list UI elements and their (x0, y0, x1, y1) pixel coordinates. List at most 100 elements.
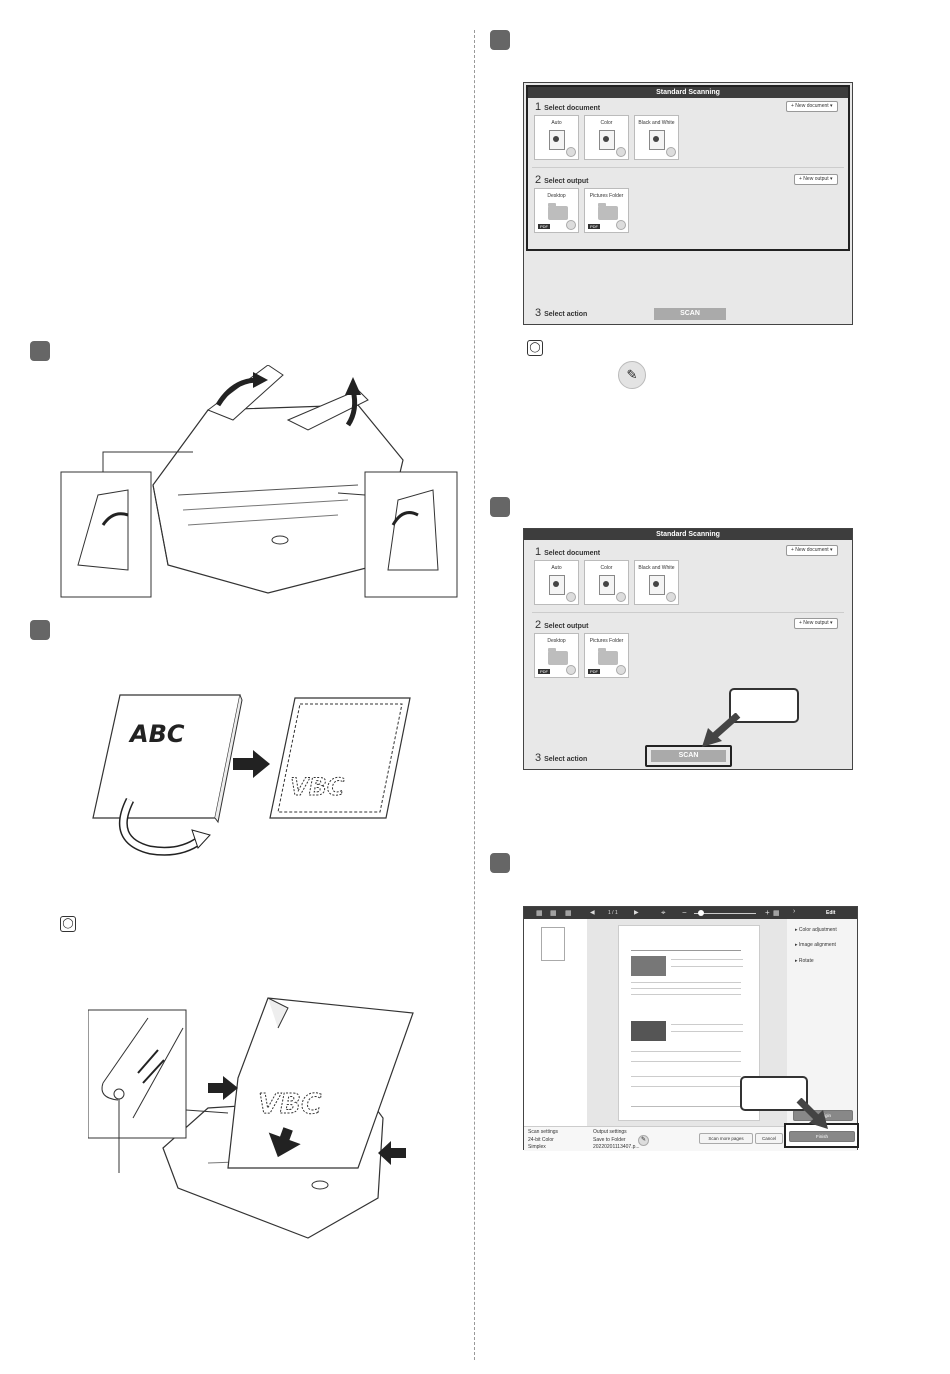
collapse-panel-icon[interactable]: › (793, 908, 796, 915)
edit-pencil-icon[interactable] (666, 147, 676, 157)
edit-pencil-icon[interactable] (616, 665, 626, 675)
new-output-button[interactable]: + New output ▾ (794, 618, 838, 629)
zoom-out-icon[interactable]: − (682, 908, 687, 917)
step-badge (30, 620, 50, 640)
edit-pencil-icon[interactable] (566, 665, 576, 675)
cancel-button[interactable]: Cancel (755, 1133, 783, 1144)
text-line (631, 1106, 741, 1107)
document-tile-auto[interactable]: Auto (534, 115, 579, 160)
tile-label: Desktop (547, 193, 566, 199)
tile-label: Pictures Folder (589, 638, 624, 644)
mirrored-sheet-text-2: VBC (258, 1087, 322, 1120)
edit-pencil-icon[interactable] (566, 147, 576, 157)
edit-output-pencil-icon[interactable]: ✎ (638, 1135, 649, 1146)
menu-image-alignment[interactable]: ▸ Image alignment (795, 942, 836, 948)
edit-pencil-icon: ✎ (618, 361, 646, 389)
section-number: 1 (535, 546, 542, 558)
edit-pencil-icon[interactable] (616, 592, 626, 602)
window-title: Standard Scanning (528, 87, 848, 98)
menu-color-adjustment[interactable]: ▸ Color adjustment (795, 927, 837, 933)
scan-more-pages-button[interactable]: Scan more pages (699, 1133, 753, 1144)
pointer-arrow (796, 1098, 828, 1129)
scan-settings-color: 24-bit Color (528, 1137, 554, 1143)
step-badge (490, 30, 510, 50)
page-image (631, 1021, 666, 1041)
scan-settings-label: Scan settings (528, 1129, 559, 1135)
section-number: 3 (535, 307, 542, 319)
output-settings-label: Output settings (593, 1129, 627, 1135)
scan-button[interactable]: SCAN (654, 308, 726, 320)
section-number: 3 (535, 752, 542, 764)
section-number: 1 (535, 101, 542, 113)
page-thumbnail[interactable] (541, 927, 565, 961)
separator (532, 612, 844, 613)
page-view (587, 919, 787, 1126)
document-tile-color[interactable]: Color (584, 560, 629, 605)
thumbnail-strip (524, 919, 588, 1126)
viewer-toolbar: ▦ ▦ ▦ ◀ 1 / 1 ▶ ⌖ − + ▦ › Edit (524, 907, 857, 919)
text-line (631, 988, 741, 989)
document-tile-black-and-white[interactable]: Black and White (634, 115, 679, 160)
folder-icon (598, 203, 618, 220)
scan-highlight (645, 745, 732, 767)
document-icon (649, 575, 665, 595)
text-line (671, 959, 743, 960)
fit-page-icon[interactable]: ⌖ (661, 908, 666, 917)
zoom-slider[interactable] (694, 913, 756, 914)
document-tile-color[interactable]: Color (584, 115, 629, 160)
edit-pencil-icon[interactable] (566, 592, 576, 602)
document-tile-auto[interactable]: Auto (534, 560, 579, 605)
section-label: Select document (544, 550, 601, 557)
tile-label: Black and White (638, 120, 675, 126)
grid-icon[interactable]: ▦ (773, 910, 780, 917)
window-title: Standard Scanning (524, 529, 852, 540)
prev-page-icon[interactable]: ◀ (590, 910, 595, 916)
thumbnail-view-icon[interactable]: ▦ (536, 910, 543, 917)
scan-settings-side: Simplex (528, 1144, 546, 1150)
list-view-icon[interactable]: ▦ (550, 910, 557, 917)
new-document-button[interactable]: + New document ▾ (786, 101, 838, 112)
document-tile-black-and-white[interactable]: Black and White (634, 560, 679, 605)
menu-rotate[interactable]: ▸ Rotate (795, 958, 814, 964)
new-output-button[interactable]: + New output ▾ (794, 174, 838, 185)
step-badge (490, 497, 510, 517)
finish-button[interactable]: Finish (789, 1131, 855, 1142)
zoom-slider-handle[interactable] (698, 910, 704, 916)
folder-icon (598, 648, 618, 665)
tile-label: Auto (551, 565, 562, 571)
grid-view-icon[interactable]: ▦ (565, 910, 572, 917)
zoom-in-icon[interactable]: + (765, 908, 770, 917)
text-line (671, 1024, 743, 1025)
new-document-button[interactable]: + New document ▾ (786, 545, 838, 556)
mirrored-sheet-text: VBC (290, 773, 345, 801)
output-settings-destination: Save to Folder (593, 1137, 626, 1143)
callout-box (729, 688, 799, 723)
edit-pencil-icon[interactable] (566, 220, 576, 230)
pointer-arrow (702, 713, 741, 747)
document-icon (599, 575, 615, 595)
tile-label: Black and White (638, 565, 675, 571)
next-page-icon[interactable]: ▶ (634, 910, 639, 916)
scanner-opening-illustration (60, 365, 458, 598)
scan-button[interactable]: SCAN (651, 750, 726, 762)
folder-icon (548, 648, 568, 665)
text-line (631, 1086, 741, 1087)
hint-icon: ◯ (60, 916, 76, 932)
edit-pencil-icon[interactable] (616, 147, 626, 157)
edit-pencil-icon[interactable] (666, 592, 676, 602)
text-line (631, 982, 741, 983)
text-line (631, 1076, 741, 1077)
step-badge (30, 341, 50, 361)
tile-label: Color (600, 565, 613, 571)
edit-pencil-icon[interactable] (616, 220, 626, 230)
section-label: Select output (544, 623, 589, 630)
